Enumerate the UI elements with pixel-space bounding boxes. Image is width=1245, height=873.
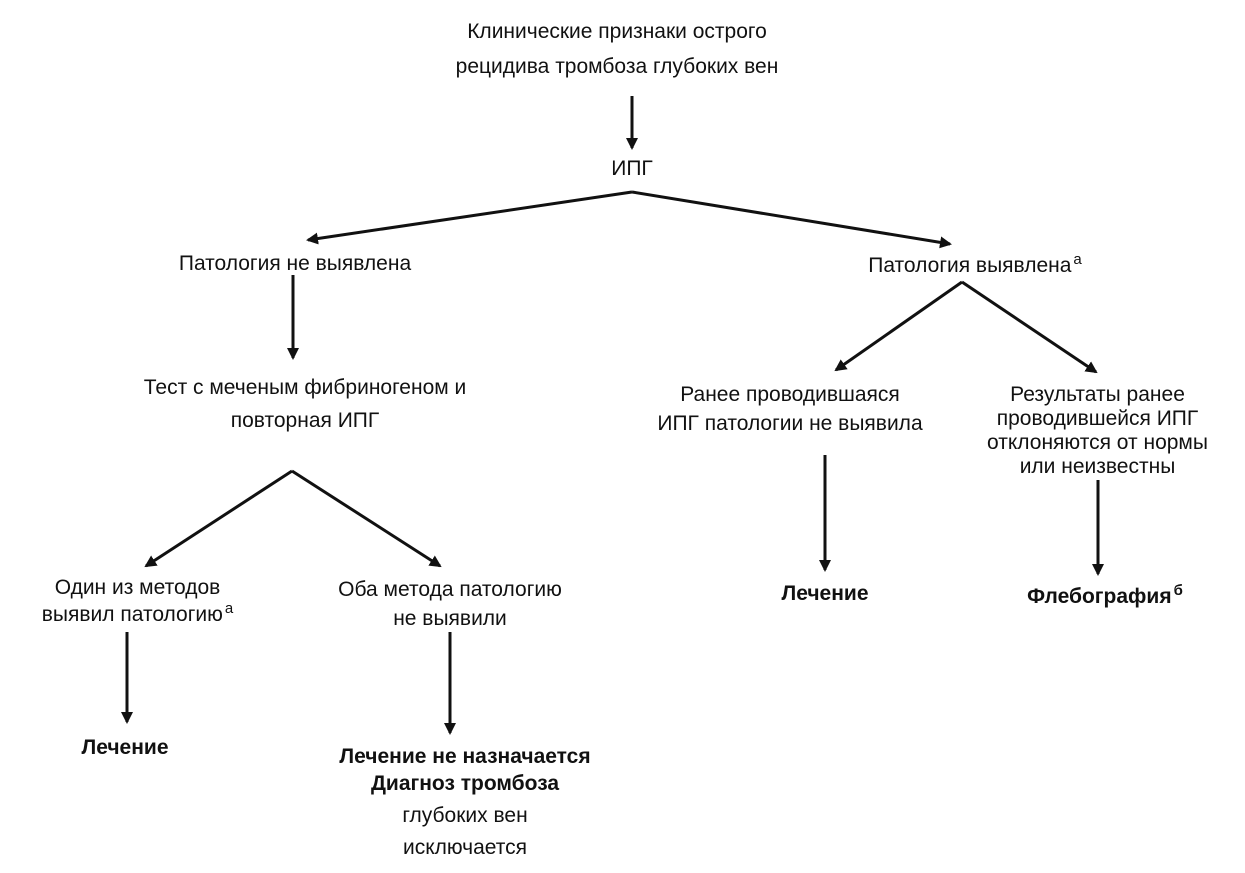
node-line: не выявили [393,607,507,630]
node-prev-ipg-abnormal: Результаты ранее проводившейся ИПГ откло… [960,383,1235,479]
node-line: Лечение не назначается [339,745,591,768]
node-line: Один из методов [54,576,221,599]
node-ipg: ИПГ [582,155,682,182]
node-line: повторная ИПГ [230,409,380,432]
node-fibrinogen-test: Тест с меченым фибриногеном и повторная … [110,374,500,434]
node-line: проводившейся ИПГ [996,407,1199,430]
node-line: глубоких вен [402,804,528,827]
node-line: Клинические признаки острого [467,20,767,43]
node-both-methods: Оба метода патологию не выявили [305,576,595,632]
node-line: ИПГ [611,157,653,180]
node-line: Тест с меченым фибриногеном и [143,376,467,399]
arrow-ipg-to-no-pathology [306,190,633,245]
arrow-pathology-to-prev-abnormal [961,280,1098,374]
node-treatment-right: Лечение [755,580,895,607]
node-line: выявил патологию [41,603,223,626]
node-line: или неизвестны [1019,455,1176,478]
arrow-test-to-one-method [144,469,293,568]
node-no-pathology: Патология не выявлена [150,250,440,277]
node-line: ИПГ патологии не выявила [657,412,923,435]
arrow-ipg-to-pathology [631,190,952,249]
node-prev-ipg-normal: Ранее проводившаяся ИПГ патологии не выя… [625,381,955,437]
node-clinical-signs: Клинические признаки острого рецидива тр… [417,18,817,80]
arrow-pathology-to-prev-normal [834,280,963,372]
node-no-treatment: Лечение не назначается Диагноз тромбоза … [305,743,625,861]
node-line: исключается [402,836,528,859]
node-line: Патология выявлена [868,254,1072,277]
node-treatment-left: Лечение [55,734,195,761]
footnote-marker: б [1173,582,1183,599]
node-line: Лечение [781,582,869,605]
arrow-test-to-both-methods [291,469,442,568]
node-line: Лечение [81,736,169,759]
node-line: Ранее проводившаяся [680,383,900,406]
footnote-marker: а [1073,251,1082,268]
footnote-marker: а [224,600,234,617]
node-line: рецидива тромбоза глубоких вен [455,55,779,78]
node-line: отклоняются от нормы [987,431,1208,454]
node-line: Флебография [1027,585,1172,608]
node-line: Диагноз тромбоза [370,772,560,795]
node-line: Патология не выявлена [178,252,412,275]
node-line: Результаты ранее [1010,383,1185,406]
node-line: Оба метода патологию [338,578,562,601]
